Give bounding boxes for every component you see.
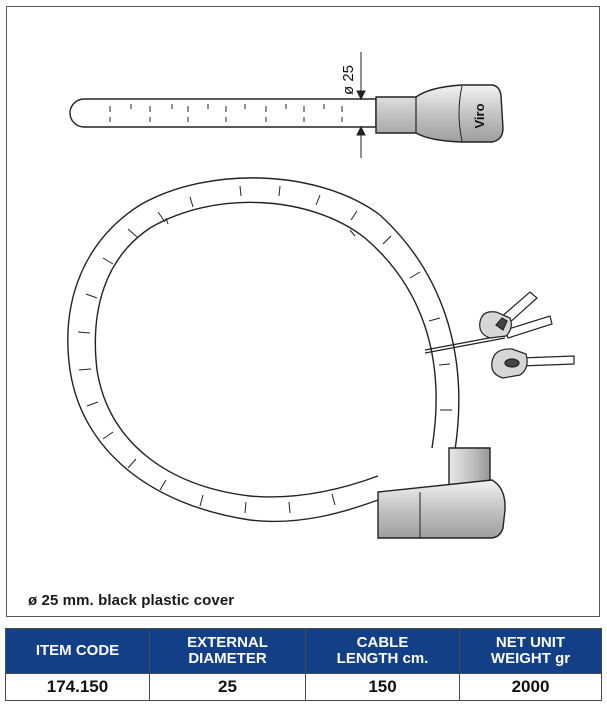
- cell-external-diameter: 25: [149, 673, 306, 701]
- product-caption: ø 25 mm. black plastic cover: [28, 592, 235, 609]
- header-cable-length-line2: LENGTH cm.: [336, 650, 429, 667]
- table-row: 174.150 25 150 2000: [5, 673, 602, 701]
- spec-table: ITEM CODE EXTERNAL DIAMETER CABLE LENGTH…: [5, 628, 602, 701]
- header-item-code: ITEM CODE: [5, 628, 150, 674]
- header-external-diameter: EXTERNAL DIAMETER: [149, 628, 306, 674]
- lock-body: [377, 447, 506, 539]
- header-net-unit-weight-line2: WEIGHT gr: [490, 650, 571, 667]
- header-cable-length: CABLE LENGTH cm.: [305, 628, 460, 674]
- cable-marks: [77, 185, 452, 514]
- header-net-unit-weight-line1: NET UNIT: [495, 634, 566, 651]
- cable-lock-drawing: Viro ø 25: [67, 52, 575, 539]
- drawing-frame: [6, 6, 600, 617]
- cell-net-unit-weight: 2000: [459, 673, 602, 701]
- spec-table-header-row: ITEM CODE EXTERNAL DIAMETER CABLE LENGTH…: [5, 628, 602, 674]
- header-item-code-line1: ITEM CODE: [35, 642, 120, 659]
- header-cable-length-line1: CABLE: [356, 634, 409, 651]
- header-net-unit-weight: NET UNIT WEIGHT gr: [459, 628, 602, 674]
- cell-cable-length: 150: [305, 673, 460, 701]
- diameter-label: ø 25: [340, 65, 357, 95]
- cable-side-view: Viro: [69, 84, 504, 143]
- keys-illustration: [424, 291, 575, 379]
- header-external-diameter-line2: DIAMETER: [188, 650, 267, 667]
- diameter-dimension: [350, 52, 376, 158]
- cell-item-code: 174.150: [5, 673, 150, 701]
- header-external-diameter-line1: EXTERNAL: [187, 634, 268, 651]
- brand-logo: Viro: [472, 103, 487, 128]
- cable-loop: [67, 177, 460, 523]
